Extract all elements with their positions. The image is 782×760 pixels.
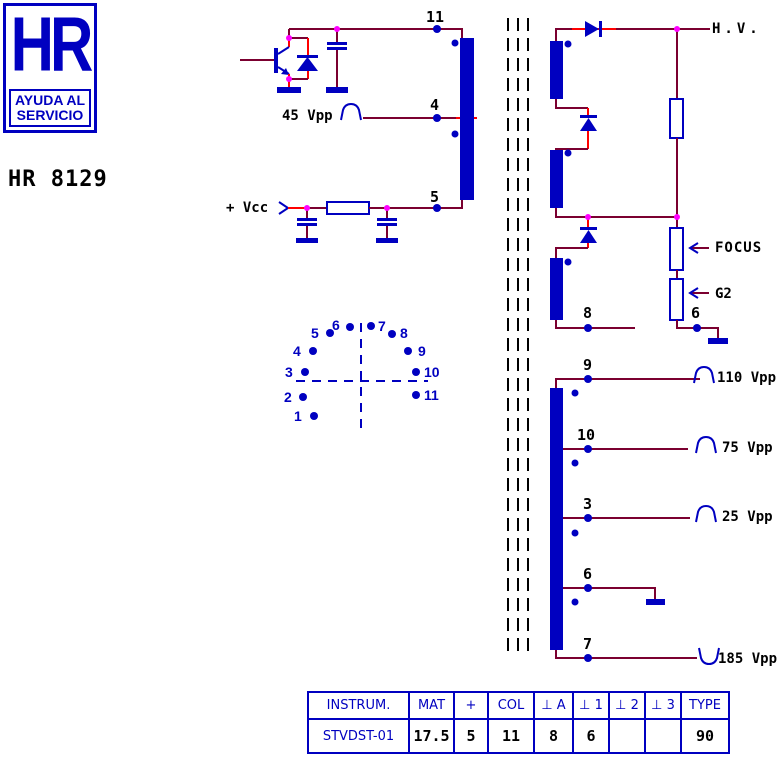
hr-logo-letters: HR <box>10 1 94 88</box>
pin-11-label: 11 <box>426 8 445 26</box>
rectifier-diode-symbol <box>580 227 597 243</box>
val-gnd-a: 8 <box>533 718 574 754</box>
pin-7-label: 7 <box>583 635 593 653</box>
pin-10-label: 10 <box>577 426 596 444</box>
pin-6-lv-label: 6 <box>583 565 593 583</box>
val-gnd-1: 6 <box>572 718 610 754</box>
col-gnd-1: ⊥ 1 <box>572 691 610 720</box>
col-type: TYPE <box>680 691 730 720</box>
pinout-9: 9 <box>418 343 426 359</box>
negative-pulse-waveform-icon <box>698 647 720 666</box>
transistor-symbol <box>240 46 290 75</box>
vcc-label: + Vcc <box>226 200 269 216</box>
hr-logo: HR AYUDA AL SERVICIO <box>3 1 97 133</box>
pulse-waveform-icon <box>693 365 715 384</box>
pin-3-label: 3 <box>583 495 593 513</box>
col-col: COL <box>487 691 535 720</box>
pinout-10: 10 <box>424 364 440 380</box>
pinout-1: 1 <box>294 408 302 424</box>
pinout-8: 8 <box>400 325 408 341</box>
val-gnd-3 <box>644 718 682 754</box>
ground-symbol <box>277 87 301 93</box>
pulse-75-label: 75 Vpp <box>722 440 773 456</box>
lv-winding <box>550 388 563 650</box>
val-gnd-2 <box>608 718 646 754</box>
resistor-symbol <box>326 201 370 215</box>
pinout-7: 7 <box>378 318 386 334</box>
hv-winding <box>550 41 563 99</box>
g2-arrow-icon <box>688 287 709 299</box>
bleeder-resistor-symbol <box>669 98 684 139</box>
lv-secondary-circuit <box>550 365 720 666</box>
col-plus: + <box>453 691 489 720</box>
ground-symbol <box>296 238 318 243</box>
rectifier-diode-symbol <box>585 21 602 37</box>
col-mat: MAT <box>408 691 455 720</box>
col-gnd-2: ⊥ 2 <box>608 691 646 720</box>
pinout-diagram <box>296 322 428 429</box>
pinout-11: 11 <box>424 387 439 403</box>
pin-8-label: 8 <box>583 304 593 322</box>
capacitor-symbol <box>376 208 398 243</box>
val-plus: 5 <box>453 718 489 754</box>
spec-header-row: INSTRUM. MAT + COL ⊥ A ⊥ 1 ⊥ 2 ⊥ 3 TYPE <box>307 691 730 720</box>
pin-5-label: 5 <box>430 188 440 206</box>
damper-diode-symbol <box>289 37 318 80</box>
pulse-waveform-icon <box>695 504 717 523</box>
pulse-110-label: 110 Vpp <box>717 370 777 386</box>
pinout-3: 3 <box>285 364 293 380</box>
ground-symbol <box>708 338 728 344</box>
rectifier-diode-symbol <box>580 115 597 131</box>
spec-table: INSTRUM. MAT + COL ⊥ A ⊥ 1 ⊥ 2 ⊥ 3 TYPE … <box>307 691 730 754</box>
focus-terminal-label: FOCUS <box>715 240 763 256</box>
primary-winding <box>460 38 474 200</box>
ground-symbol <box>646 599 665 605</box>
core-symbol <box>507 18 529 652</box>
val-col: 11 <box>487 718 535 754</box>
hv-terminal-label: H.V. <box>712 21 762 37</box>
pulse-25-label: 25 Vpp <box>722 509 773 525</box>
focus-arrow-icon <box>688 242 709 254</box>
capacitor-symbol <box>326 29 348 93</box>
val-mat: 17.5 <box>408 718 455 754</box>
capacitor-symbol <box>296 208 318 243</box>
hv-secondary-circuit <box>550 21 728 344</box>
pin-9-label: 9 <box>583 356 593 374</box>
spec-value-row: STVDST-01 17.5 5 11 8 6 90 <box>307 718 730 754</box>
pulse-45-label: 45 Vpp <box>282 108 333 124</box>
g2-potentiometer-symbol <box>669 278 684 321</box>
ground-symbol <box>376 238 398 243</box>
pinout-5: 5 <box>311 325 319 341</box>
val-type: 90 <box>680 718 730 754</box>
pulse-185-label: 185 Vpp <box>718 651 778 667</box>
vcc-input <box>278 200 463 243</box>
hr-logo-tagline: AYUDA AL SERVICIO <box>9 89 91 127</box>
pinout-4: 4 <box>293 343 301 359</box>
val-instrum: STVDST-01 <box>307 718 410 754</box>
model-number: HR 8129 <box>8 167 108 192</box>
primary-circuit <box>240 25 477 243</box>
hv-winding <box>550 258 563 320</box>
tagline-line2: SERVICIO <box>16 107 84 123</box>
pulse-waveform-icon <box>340 102 362 121</box>
pulse-waveform-icon <box>695 435 717 454</box>
tagline-line1: AYUDA AL <box>14 92 85 108</box>
pin-4-label: 4 <box>430 96 440 114</box>
focus-potentiometer-symbol <box>669 227 684 271</box>
pinout-6: 6 <box>332 317 340 333</box>
g2-terminal-label: G2 <box>715 286 732 302</box>
col-gnd-a: ⊥ A <box>533 691 574 720</box>
pin-6-hv-label: 6 <box>691 304 701 322</box>
col-gnd-3: ⊥ 3 <box>644 691 682 720</box>
pinout-2: 2 <box>284 389 292 405</box>
col-instrum: INSTRUM. <box>307 691 410 720</box>
ground-symbol <box>326 87 348 93</box>
hv-winding <box>550 150 563 208</box>
